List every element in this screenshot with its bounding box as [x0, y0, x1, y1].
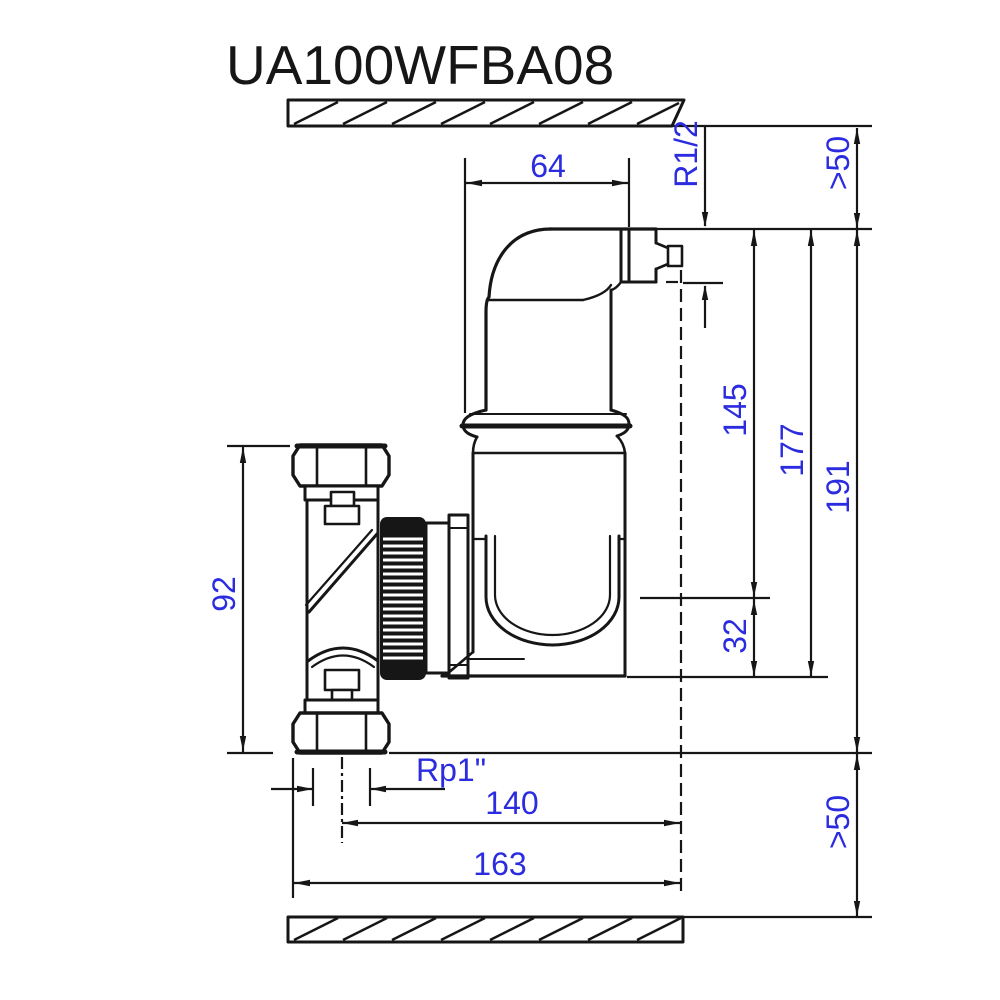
clip-tab-top — [323, 504, 361, 526]
dim-gt50-top: >50 — [820, 128, 861, 228]
tee-diagonal — [307, 532, 379, 614]
body-left-and-elbow — [484, 227, 553, 412]
dim-140: 140 — [342, 785, 680, 827]
separator-body — [440, 227, 633, 678]
top-wall-hatch — [293, 100, 680, 126]
nozzle-cone-top — [654, 241, 670, 250]
vent-valve — [548, 227, 684, 284]
dim-label-92: 92 — [206, 576, 242, 612]
dim-label-gt50-bottom: >50 — [820, 795, 856, 849]
knurl-stripes — [383, 537, 423, 660]
dim-r12: R1/2 — [668, 120, 709, 328]
dim-label-rp1: Rp1" — [416, 752, 486, 788]
bottom-wall-hatch — [293, 916, 682, 942]
dim-177: 177 — [774, 230, 815, 676]
window-inner — [493, 534, 612, 637]
dim-label-191: 191 — [820, 460, 856, 513]
union-nut-bottom — [291, 711, 391, 755]
dim-label-32: 32 — [717, 618, 753, 654]
dim-163: 163 — [291, 758, 681, 898]
tee-saddle-arch — [306, 646, 380, 663]
dim-rp1: Rp1" — [271, 752, 486, 806]
clip-tab-bottom — [323, 668, 361, 692]
dim-label-177: 177 — [774, 423, 810, 476]
reference-lines — [227, 124, 872, 919]
tee-collar-bottom — [303, 698, 380, 715]
nozzle-cone-bottom — [654, 262, 670, 271]
drawing-title: UA100WFBA08 — [226, 34, 614, 96]
bottom-wall — [286, 915, 685, 944]
vent-nozzle — [666, 244, 684, 268]
dim-label-163: 163 — [473, 846, 526, 882]
dim-label-gt50-top: >50 — [820, 136, 856, 190]
window-outer — [484, 534, 621, 647]
dim-gt50-bottom: >50 — [820, 754, 861, 916]
top-wall — [286, 98, 686, 128]
dim-64: 64 — [463, 148, 631, 413]
tee-valve — [291, 443, 391, 755]
dim-145-32: 145 32 — [717, 230, 758, 676]
dim-label-145: 145 — [717, 383, 753, 436]
clip-tab-top-neck — [329, 490, 356, 508]
dim-label-r12: R1/2 — [668, 120, 704, 188]
knurled-coupling — [380, 513, 470, 680]
coupling-flange — [424, 521, 451, 675]
coupling-adapter — [447, 513, 470, 680]
dim-92: 92 — [206, 444, 290, 752]
dim-191: 191 — [820, 230, 861, 752]
dim-label-140: 140 — [485, 785, 538, 821]
union-nut-top — [291, 443, 391, 488]
dim-label-64: 64 — [530, 148, 566, 184]
knurled-knob — [380, 517, 426, 680]
